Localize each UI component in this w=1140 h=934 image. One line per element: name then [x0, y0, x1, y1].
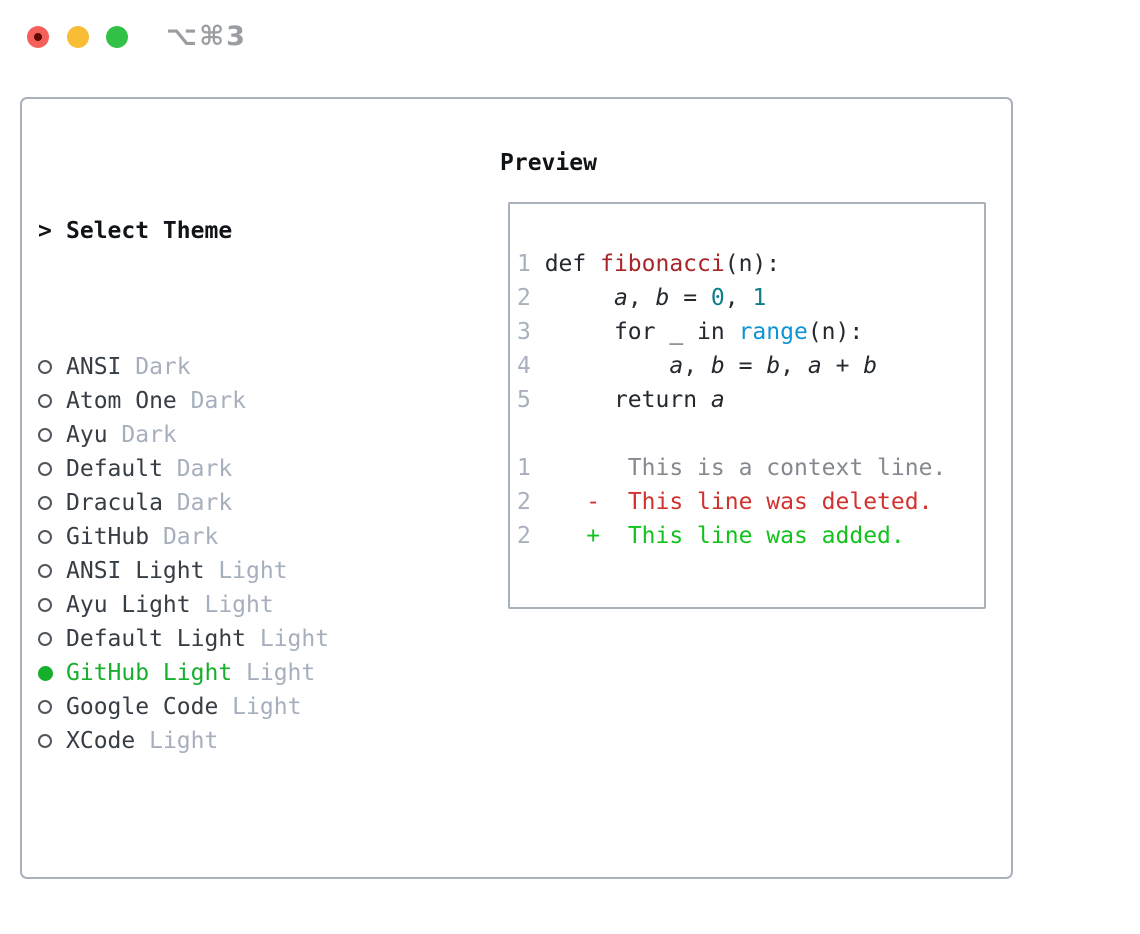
theme-option-label: GitHub	[66, 524, 150, 550]
theme-option[interactable]: Ayu Light Light	[38, 588, 474, 622]
theme-list-header-row: > Select Theme	[38, 214, 474, 248]
theme-option[interactable]: ANSI Light Light	[38, 554, 474, 588]
preview-title: Preview	[500, 150, 597, 176]
theme-option-label: ANSI	[66, 354, 122, 380]
zoom-button[interactable]	[106, 26, 128, 48]
radio-unselected-icon	[38, 564, 66, 578]
window-title-shortcut: ⌥⌘3	[166, 21, 247, 52]
theme-option-label: Atom One	[66, 388, 177, 414]
preview-line: 1 def fibonacci(n):	[517, 251, 781, 277]
theme-option[interactable]: ANSI Dark	[38, 350, 474, 384]
theme-option-label: Default	[66, 456, 163, 482]
theme-option-label: ANSI Light	[66, 558, 205, 584]
preview-line: 1 This is a context line.	[517, 455, 947, 481]
close-button[interactable]	[27, 26, 49, 48]
theme-variant-label: Light	[246, 626, 330, 652]
theme-option[interactable]: Default Dark	[38, 452, 474, 486]
theme-variant-label: Light	[135, 728, 219, 754]
theme-variant-label: Light	[218, 694, 302, 720]
radio-unselected-icon	[38, 462, 66, 476]
preview-line: 2 a, b = 0, 1	[517, 285, 767, 311]
theme-option[interactable]: Ayu Dark	[38, 418, 474, 452]
radio-unselected-icon	[38, 360, 66, 374]
code-preview: 1 def fibonacci(n): 2 a, b = 0, 1 3 for _ …	[510, 204, 984, 553]
preview-line: 4 a, b = b, a + b	[517, 353, 878, 379]
radio-unselected-icon	[38, 632, 66, 646]
theme-option-label: Google Code	[66, 694, 219, 720]
radio-unselected-icon	[38, 734, 66, 748]
theme-list-title: Select Theme	[66, 218, 233, 244]
radio-unselected-icon	[38, 394, 66, 408]
theme-variant-label: Light	[204, 558, 288, 584]
theme-variant-label: Light	[190, 592, 274, 618]
theme-option-label: Dracula	[66, 490, 163, 516]
radio-unselected-icon	[38, 530, 66, 544]
theme-variant-label: Light	[232, 660, 316, 686]
title-bar: ⌥⌘3	[0, 0, 1140, 74]
radio-unselected-icon	[38, 598, 66, 612]
theme-option[interactable]: Atom One Dark	[38, 384, 474, 418]
preview-box: 1 def fibonacci(n): 2 a, b = 0, 1 3 for _ …	[508, 202, 986, 609]
radio-unselected-icon	[38, 700, 66, 714]
theme-option[interactable]: Default Light Light	[38, 622, 474, 656]
theme-option-label: Ayu	[66, 422, 108, 448]
theme-option[interactable]: XCode Light	[38, 724, 474, 758]
theme-variant-label: Dark	[162, 456, 233, 482]
spacer	[38, 860, 474, 894]
radio-selected-icon	[38, 665, 66, 681]
preview-line: 3 for _ in range(n):	[517, 319, 864, 345]
preview-line	[517, 417, 984, 451]
minimize-button[interactable]	[67, 26, 89, 48]
preview-line: 2 - This line was deleted.	[517, 489, 933, 515]
theme-option-label: Ayu Light	[66, 592, 191, 618]
selection-prompt-icon: >	[38, 218, 52, 244]
theme-option-label: Default Light	[66, 626, 247, 652]
radio-unselected-icon	[38, 428, 66, 442]
theme-variant-label: Dark	[176, 388, 247, 414]
theme-variant-label: Dark	[121, 354, 191, 380]
theme-option[interactable]: Dracula Dark	[38, 486, 474, 520]
preview-line: 2 + This line was added.	[517, 523, 905, 549]
preview-line: 5 return a	[517, 387, 725, 413]
theme-variant-label: Dark	[149, 524, 219, 550]
theme-option[interactable]: GitHub Dark	[38, 520, 474, 554]
theme-option-label: GitHub Light	[66, 660, 233, 686]
theme-variant-label: Dark	[107, 422, 177, 448]
radio-unselected-icon	[38, 496, 66, 510]
theme-variant-label: Dark	[162, 490, 233, 516]
theme-option[interactable]: GitHub Light Light	[38, 656, 474, 690]
preview-section: Preview 1 def fibonacci(n): 2 a, b = 0, 1…	[500, 146, 986, 609]
theme-option-label: XCode	[66, 728, 136, 754]
theme-option[interactable]: Google Code Light	[38, 690, 474, 724]
